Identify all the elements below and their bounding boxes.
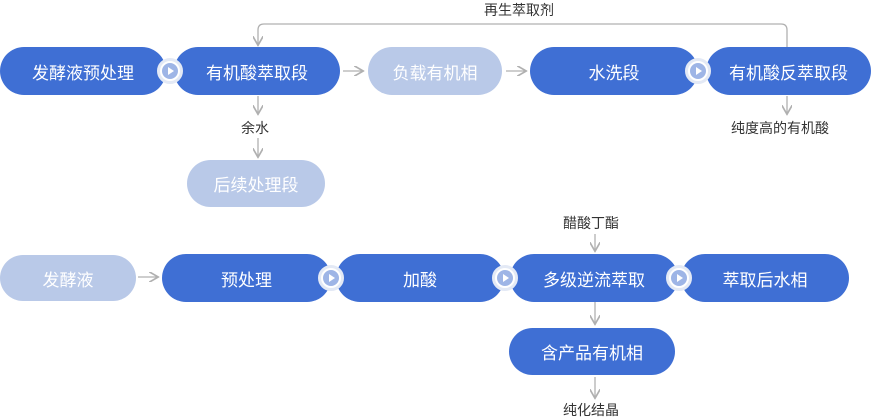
node-fermentation-broth[interactable]: 发酵液: [0, 255, 136, 301]
node-product-organic-phase[interactable]: 含产品有机相: [509, 328, 675, 375]
node-countercurrent-extraction[interactable]: 多级逆流萃取: [510, 254, 678, 302]
extractant-label: 醋酸丁酯: [563, 216, 619, 232]
flow-play-icon: [157, 58, 183, 84]
node-acidification[interactable]: 加酸: [336, 254, 504, 302]
node-pretreatment[interactable]: 预处理: [162, 254, 331, 302]
node-broth-pretreatment[interactable]: 发酵液预处理: [0, 47, 166, 95]
flow-play-icon: [492, 265, 518, 291]
flow-play-icon: [666, 265, 692, 291]
flow-play-icon: [318, 265, 344, 291]
node-loaded-organic-phase[interactable]: 负载有机相: [368, 47, 502, 95]
flow-play-icon: [685, 58, 711, 84]
node-water-wash[interactable]: 水洗段: [530, 47, 698, 95]
recycle-arrow: [258, 23, 788, 47]
recycle-label: 再生萃取剂: [484, 3, 554, 19]
purification-crystallization-label: 纯化结晶: [563, 403, 619, 419]
node-raffinate[interactable]: 萃取后水相: [681, 254, 849, 302]
node-post-treatment[interactable]: 后续处理段: [187, 160, 325, 207]
node-back-extraction[interactable]: 有机酸反萃取段: [706, 47, 871, 95]
node-acid-extraction[interactable]: 有机酸萃取段: [174, 47, 340, 95]
residual-water-label: 余水: [241, 121, 269, 137]
high-purity-acid-label: 纯度高的有机酸: [731, 121, 829, 137]
